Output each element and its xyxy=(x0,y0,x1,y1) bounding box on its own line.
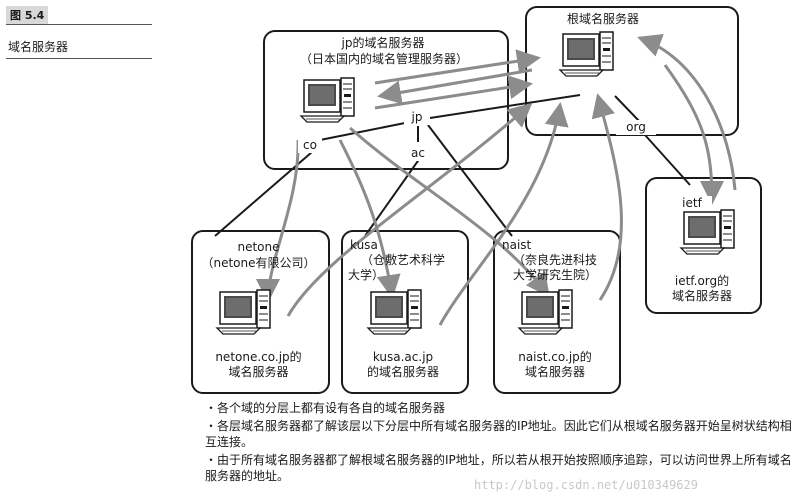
jp-node: jp xyxy=(404,110,430,125)
query-arrows xyxy=(256,33,737,326)
line-ac-kusa xyxy=(364,157,421,237)
arrow-kusa-to-root xyxy=(438,102,569,326)
arrow-root-to-ietf xyxy=(663,64,724,205)
kusa-name: kusa xyxy=(350,238,378,252)
co-node: co xyxy=(298,138,322,153)
line-jp-naist xyxy=(427,124,513,237)
naist-caption-2: 域名服务器 xyxy=(524,365,585,379)
naist-computer-icon xyxy=(518,289,573,335)
netone-caption-2: 域名服务器 xyxy=(228,365,289,379)
arrow-jp-to-root-2 xyxy=(374,75,533,110)
watermark: http://blog.csdn.net/u010349629 xyxy=(474,478,698,492)
kusa-caption-2: 的域名服务器 xyxy=(366,365,439,379)
arrow-netone-to-root xyxy=(286,103,533,317)
org-node: org xyxy=(616,120,656,135)
naist-caption-1: naist.co.jp的 xyxy=(518,350,592,364)
line-org-ietf xyxy=(644,134,691,186)
line-jp-root xyxy=(429,94,581,119)
ac-node: ac xyxy=(406,146,430,161)
note-1: ・各个域的分层上都有设有各自的域名服务器 xyxy=(205,401,446,415)
root-server-title: 根域名服务器 xyxy=(566,12,639,26)
ietf-name: ietf xyxy=(672,196,712,211)
ietf-caption-2: 域名服务器 xyxy=(671,289,732,303)
caption-rule-bottom xyxy=(6,58,152,59)
netone-name: netone xyxy=(237,240,280,254)
line-co-jp xyxy=(319,121,411,141)
figure-tag: 图 5.4 xyxy=(6,6,49,24)
root-computer-icon xyxy=(559,31,614,77)
explanation-notes: ・各个域的分层上都有设有各自的域名服务器 ・各层域名服务器都了解该层以下分层中所… xyxy=(205,400,795,486)
note-2: ・各层域名服务器都了解该层以下分层中所有域名服务器的IP地址。因此它们从根域名服… xyxy=(205,419,792,449)
kusa-desc-1: （仓敷艺术科学 xyxy=(360,253,445,267)
line-root-org xyxy=(614,95,641,123)
arrow-root-to-jp xyxy=(377,68,533,105)
jp-server-subtitle: （日本国内的域名管理服务器） xyxy=(299,52,468,66)
jp-computer-icon xyxy=(300,77,355,123)
note-3: ・由于所有域名服务器都了解根域名服务器的IP地址，所以若从根开始按照顺序追踪，可… xyxy=(205,453,792,483)
tree-lines xyxy=(214,94,691,237)
kusa-caption-1: kusa.ac.jp xyxy=(372,350,434,364)
arrow-jp-to-netone xyxy=(256,139,300,303)
caption-rule-top xyxy=(6,24,152,25)
arrow-ietf-to-root xyxy=(637,33,737,191)
arrow-naist-to-root xyxy=(591,93,623,301)
kusa-computer-icon xyxy=(367,289,422,335)
arrow-jp-to-root xyxy=(374,49,541,85)
netone-caption-1: netone.co.jp的 xyxy=(215,350,302,364)
arrow-jp-to-kusa xyxy=(338,139,401,299)
naist-desc-2: 大学研究生院） xyxy=(512,268,597,282)
ietf-caption-1: ietf.org的 xyxy=(674,274,730,288)
naist-desc-1: （奈良先进科技 xyxy=(512,253,597,267)
netone-computer-icon xyxy=(216,289,271,335)
figure-caption: 域名服务器 xyxy=(8,40,69,54)
kusa-desc-2: 大学） xyxy=(348,268,385,282)
naist-name: naist xyxy=(502,238,532,252)
ietf-computer-icon xyxy=(680,209,735,255)
arrow-jp-to-naist xyxy=(349,126,550,298)
netone-desc: （netone有限公司） xyxy=(201,256,316,270)
jp-server-title: jp的域名服务器 xyxy=(341,36,425,50)
